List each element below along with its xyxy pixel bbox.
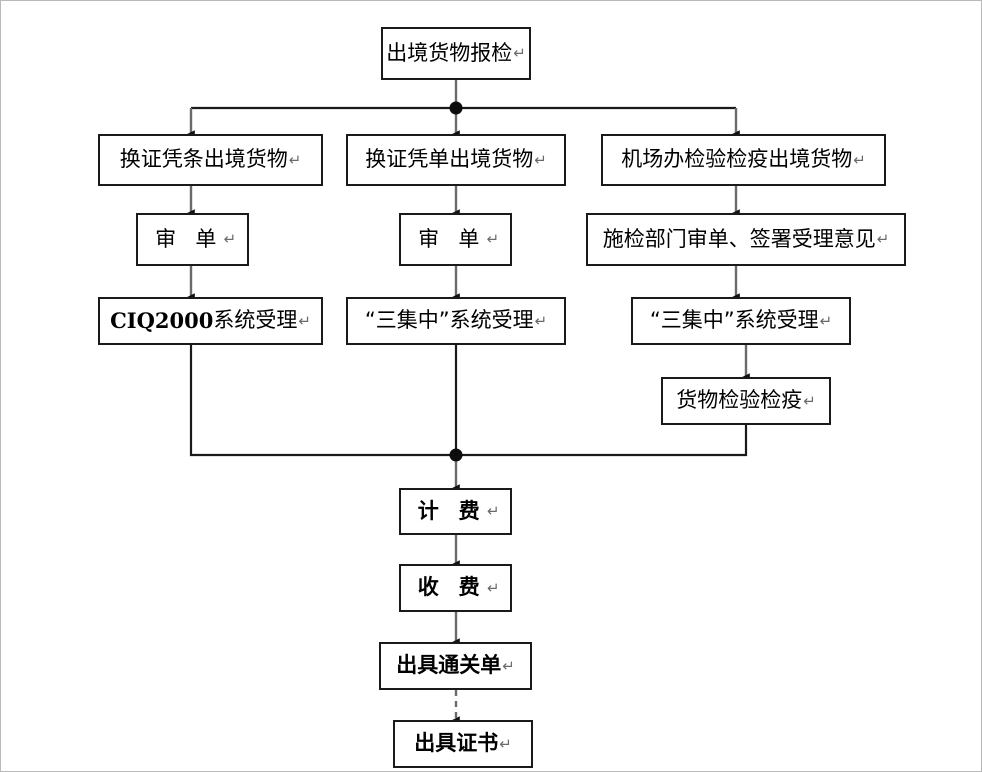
node-branch-left-label: 换证凭条出境货物 [119,147,288,172]
node-system-right-label: “三集中”系统受理 [649,308,819,333]
node-payment-label: 收 费 [417,575,486,600]
node-payment[interactable]: 收 费↵ [399,564,512,612]
return-mark-icon: ↵ [499,734,512,753]
node-review-right-label: 施检部门审单、签署受理意见 [602,226,876,251]
node-inspection[interactable]: 货物检验检疫↵ [661,377,831,425]
node-system-left-lead: CIQ2000 [110,308,214,334]
node-branch-right-label: 机场办检验检疫出境货物 [621,147,853,172]
node-billing-label: 计 费 [417,498,486,523]
node-start[interactable]: 出境货物报检↵ [381,27,531,80]
return-mark-icon: ↵ [803,391,816,410]
node-system-middle[interactable]: “三集中”系统受理↵ [346,297,566,345]
return-mark-icon: ↵ [223,230,237,249]
node-system-middle-label: “三集中”系统受理 [364,308,534,333]
node-system-right[interactable]: “三集中”系统受理↵ [631,297,851,345]
node-certificate-label: 出具证书 [414,731,499,756]
node-review-middle[interactable]: 审 单↵ [399,213,512,266]
return-mark-icon: ↵ [513,44,526,63]
node-review-left-label: 审 单 [155,226,223,251]
return-mark-icon: ↵ [288,150,302,169]
split-junction-dot [449,101,463,115]
return-mark-icon: ↵ [486,578,500,597]
node-branch-middle[interactable]: 换证凭单出境货物↵ [346,134,566,186]
return-mark-icon: ↵ [486,230,500,249]
return-mark-icon: ↵ [876,230,890,249]
node-branch-left[interactable]: 换证凭条出境货物↵ [98,134,323,186]
return-mark-icon: ↵ [486,502,500,521]
node-clearance[interactable]: 出具通关单↵ [379,642,532,690]
return-mark-icon: ↵ [502,656,515,675]
return-mark-icon: ↵ [534,311,548,330]
node-certificate[interactable]: 出具证书↵ [393,720,533,768]
node-system-left-label: 系统受理 [213,308,298,333]
node-system-left[interactable]: CIQ2000 系统受理↵ [98,297,323,345]
return-mark-icon: ↵ [853,150,866,169]
edge-inspection-to-merge [456,425,748,457]
node-review-middle-label: 审 单 [418,226,486,251]
return-mark-icon: ↵ [819,311,833,330]
merge-junction-dot [449,448,463,462]
edge-system-left-to-merge [189,345,456,457]
node-branch-middle-label: 换证凭单出境货物 [365,147,534,172]
return-mark-icon: ↵ [298,311,311,330]
node-start-label: 出境货物报检 [386,40,513,65]
node-branch-right[interactable]: 机场办检验检疫出境货物↵ [601,134,886,186]
return-mark-icon: ↵ [534,150,547,169]
node-review-right[interactable]: 施检部门审单、签署受理意见↵ [586,213,906,266]
node-clearance-label: 出具通关单 [396,653,502,678]
node-review-left[interactable]: 审 单↵ [136,213,249,266]
node-billing[interactable]: 计 费↵ [399,488,512,535]
node-inspection-label: 货物检验检疫 [676,388,803,413]
